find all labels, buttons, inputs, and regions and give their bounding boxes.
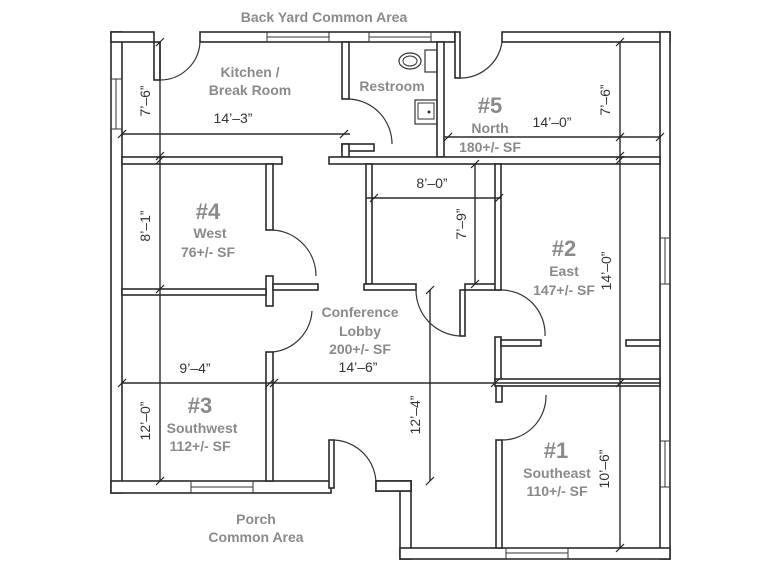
west-width-dim: 9’–4” [179, 360, 210, 376]
closet-height-dim: 7’–9” [453, 208, 469, 239]
porch-label-1: Porch [236, 511, 276, 527]
closet-width-dim: 8’–0” [416, 175, 447, 191]
southwest-height-dim: 12’–0” [137, 401, 153, 440]
southeast-height-dim: 10’–6” [596, 449, 612, 488]
southeast-number: #1 [544, 438, 568, 463]
lobby-height-dim: 12’–4” [407, 395, 423, 434]
west-height-dim: 8’–1” [137, 210, 153, 241]
north-height-dim: 7’–6” [597, 84, 613, 115]
kitchen-height-dim: 7’–6” [137, 85, 153, 116]
lobby-label-2: Lobby [339, 323, 381, 339]
southwest-sf: 112+/- SF [169, 438, 231, 454]
east-number: #2 [552, 236, 576, 261]
east-sf: 147+/- SF [533, 282, 595, 298]
restroom-fixtures [398, 49, 438, 125]
north-name: North [471, 120, 508, 136]
southeast-name: Southeast [523, 465, 591, 481]
east-name: East [549, 263, 579, 279]
north-width-dim: 14’–0” [533, 114, 572, 130]
kitchen-width-dim: 14’–3” [214, 110, 253, 126]
southeast-sf: 110+/- SF [526, 483, 588, 499]
kitchen-label-2: Break Room [209, 82, 291, 98]
back-yard-label: Back Yard Common Area [241, 9, 408, 25]
north-number: #5 [478, 93, 502, 118]
porch-label-2: Common Area [208, 529, 303, 545]
north-sf: 180+/- SF [459, 139, 521, 155]
doors [159, 41, 547, 485]
lobby-label-1: Conference [321, 304, 398, 320]
dimension-ticks [117, 37, 665, 553]
toilet-icon [398, 52, 422, 70]
dimension-lines [122, 42, 660, 548]
sink-icon [414, 99, 438, 125]
east-height-dim: 14’–0” [598, 251, 614, 290]
west-number: #4 [196, 199, 221, 224]
southwest-number: #3 [188, 393, 212, 418]
lobby-width-dim: 14’–6” [339, 359, 378, 375]
lobby-sf: 200+/- SF [329, 341, 391, 357]
restroom-label: Restroom [359, 78, 424, 94]
west-sf: 76+/- SF [181, 244, 236, 260]
labels: Back Yard Common Area Kitchen / Break Ro… [137, 9, 614, 545]
southwest-name: Southwest [167, 420, 238, 436]
west-name: West [193, 225, 227, 241]
kitchen-label-1: Kitchen / [220, 64, 279, 80]
